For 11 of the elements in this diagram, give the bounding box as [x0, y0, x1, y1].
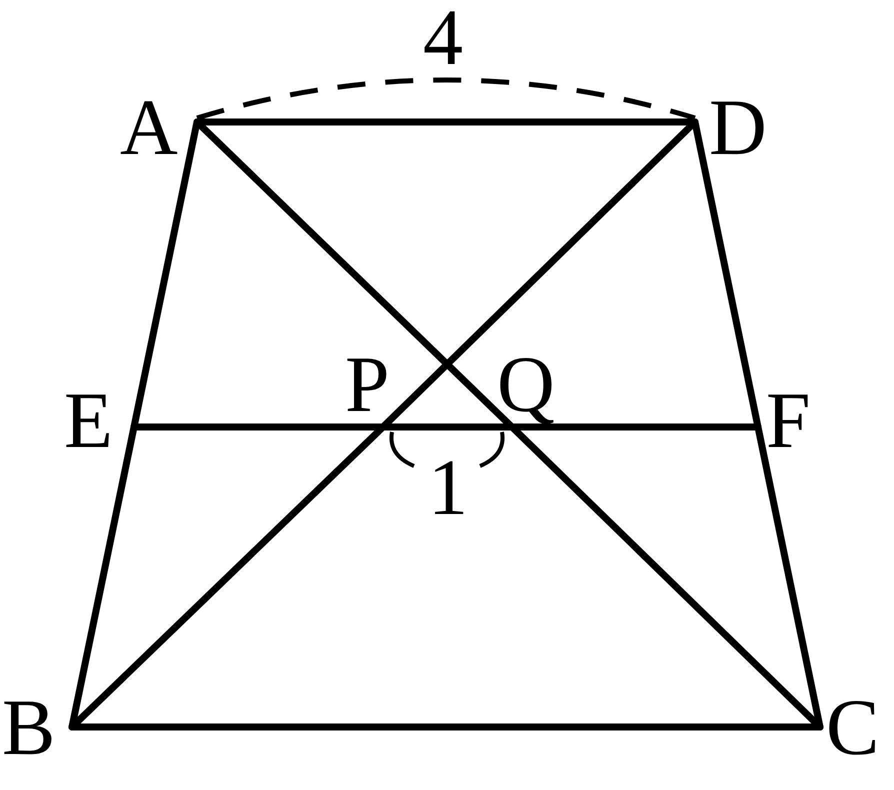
point-label: Q [497, 345, 555, 425]
point-label: A [120, 88, 178, 168]
line-segment [68, 724, 824, 730]
point-label: C [826, 688, 880, 768]
length-label: 1 [428, 448, 468, 528]
point-label: E [64, 381, 113, 461]
point-label: F [766, 381, 810, 461]
length-label: 4 [423, 0, 463, 78]
point-label: B [2, 688, 56, 768]
point-label: P [345, 345, 390, 425]
point-label: D [709, 88, 767, 168]
